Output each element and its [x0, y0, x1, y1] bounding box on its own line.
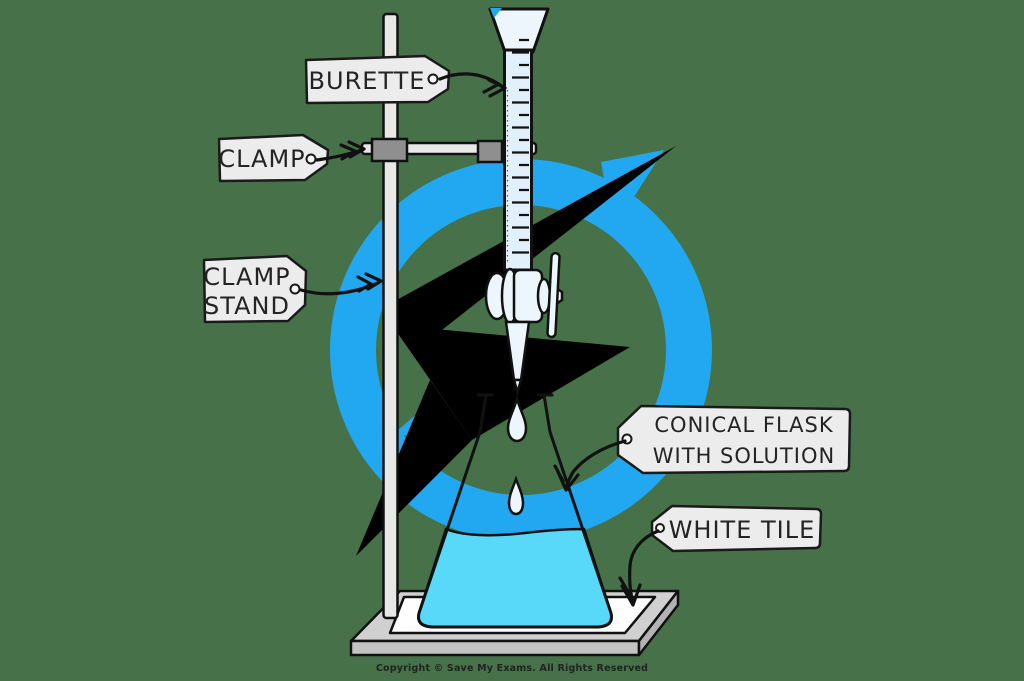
conical-flask-pointer-arrow [553, 439, 627, 492]
conical-flask [417, 393, 613, 629]
white-tile-tag-text: WHITE TILE [669, 516, 816, 544]
white-tile-pointer-arrow [618, 529, 660, 607]
base-front-face [349, 639, 641, 657]
stand-pole [382, 12, 399, 620]
burette-funnel-accent [490, 8, 502, 18]
clamp-jaw [476, 139, 504, 164]
burette [484, 7, 564, 397]
clamp-stand-tag-hole [289, 283, 301, 295]
burette-jet-tip [512, 378, 523, 397]
burette-tag [304, 54, 451, 105]
clamp-stand-tag [202, 254, 308, 324]
clamp-stand-tag-line2: STAND [204, 292, 290, 320]
stopcock-handle [546, 251, 561, 339]
logo-bolt-middle [392, 325, 630, 440]
clamp-tag-hole [305, 153, 317, 165]
conical-flask-tag-line1: CONICAL FLASK [654, 413, 833, 437]
label-burette: BURETTE [304, 54, 507, 105]
clamp-pointer-arrow [315, 140, 366, 162]
base-right-face [637, 589, 680, 657]
clamp-stand-tag-line1: CLAMP [203, 263, 290, 291]
clamp-boss [370, 137, 409, 163]
liquid-drop-upper [506, 394, 528, 443]
burette-tag-text: BURETTE [309, 67, 426, 95]
conical-flask-tag [616, 404, 852, 475]
label-white-tile: WHITE TILE [618, 504, 823, 607]
label-clamp-stand: CLAMP STAND [202, 254, 383, 324]
burette-minor-ticks [519, 38, 529, 242]
label-clamp: CLAMP [217, 133, 366, 183]
stopcock [484, 251, 564, 397]
clamp-tag-text: CLAMP [218, 145, 305, 173]
white-tile-tag [650, 504, 823, 553]
flask-outline [417, 393, 613, 629]
clamp-stand-pointer-arrow [299, 272, 383, 296]
label-conical-flask: CONICAL FLASK WITH SOLUTION [553, 404, 852, 492]
burette-pointer-arrow [438, 72, 507, 98]
liquid-drop-lower [507, 475, 525, 516]
clamp-tag [217, 133, 330, 183]
burette-scale [512, 38, 529, 254]
burette-major-ticks [512, 51, 529, 254]
conical-flask-tag-line2: WITH SOLUTION [653, 444, 835, 468]
burette-tube [503, 48, 533, 272]
flask-solution [417, 527, 613, 629]
burette-tag-hole [427, 73, 439, 85]
copyright-text: Copyright © Save My Exams. All Rights Re… [376, 663, 648, 674]
